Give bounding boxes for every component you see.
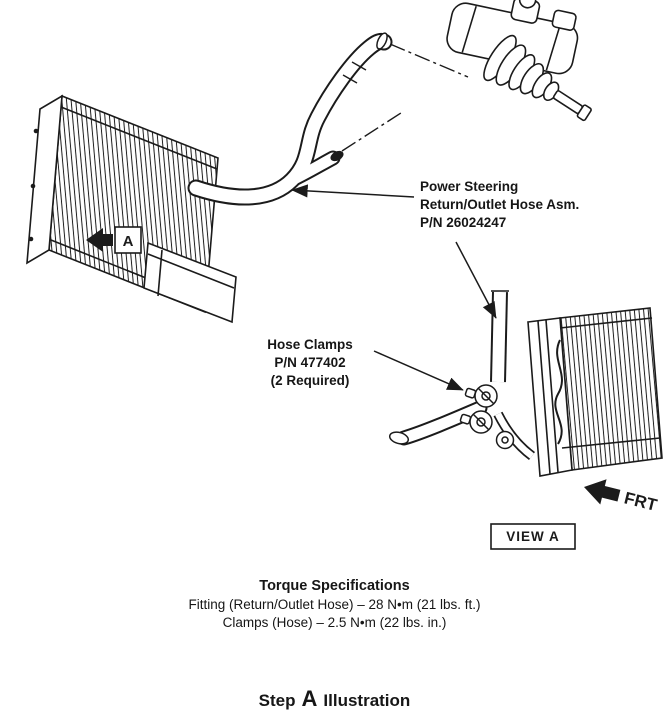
label-line: (2 Required) <box>270 373 350 388</box>
radiator-illustration <box>26 94 237 324</box>
mount-hole <box>33 128 39 134</box>
view-a-tag: VIEW A <box>490 523 576 550</box>
torque-line: Clamps (Hose) – 2.5 N•m (22 lbs. in.) <box>222 615 447 630</box>
hose-illustration <box>187 32 393 206</box>
label-line: Hose Clamps <box>267 337 353 352</box>
caption-letter: A <box>301 686 318 711</box>
label-line: Return/Outlet Hose Asm. <box>420 197 580 212</box>
caption-text: Illustration <box>323 691 411 710</box>
figure-caption: Step A Illustration <box>0 686 669 712</box>
hose-fitting-end <box>330 150 344 162</box>
radiator-bracket <box>143 241 237 324</box>
pump-boot <box>483 34 592 122</box>
frt-label: FRT <box>622 488 659 515</box>
leader-arrow-detail <box>455 241 497 319</box>
label-line: P/N 26024247 <box>420 215 507 230</box>
view-a-marker: A <box>86 226 142 254</box>
elbow-hose-end <box>388 431 410 445</box>
view-a-tag-box <box>490 523 576 550</box>
label-line: Power Steering <box>420 179 519 194</box>
pump-illustration <box>446 0 592 122</box>
torque-specifications: Torque Specifications Fitting (Return/Ou… <box>0 576 669 632</box>
caption-step: Step <box>258 691 296 710</box>
detail-view-illustration <box>388 290 663 477</box>
detail-core <box>559 307 663 471</box>
leader-lines <box>291 184 497 391</box>
hose-clamps-detail <box>459 384 515 450</box>
hose-open-end <box>376 32 388 50</box>
label-line: P/N 477402 <box>274 355 346 370</box>
torque-title: Torque Specifications <box>259 578 410 594</box>
view-a-arrow-icon <box>86 228 113 252</box>
torque-line: Fitting (Return/Outlet Hose) – 28 N•m (2… <box>188 597 481 612</box>
frt-arrow-icon <box>584 479 621 505</box>
view-a-marker-letter: A <box>123 233 134 250</box>
leader-arrow-hose <box>291 184 415 198</box>
frt-direction-indicator: FRT <box>584 479 660 515</box>
leader-arrow-clamps <box>373 350 464 391</box>
view-a-marker-box <box>114 226 142 254</box>
view-a-tag-label: VIEW A <box>506 529 560 544</box>
power-steering-label: Power Steering Return/Outlet Hose Asm. P… <box>420 178 579 232</box>
mount-hole <box>30 183 36 189</box>
hose-clamps-label: Hose Clamps P/N 477402 (2 Required) <box>246 336 374 390</box>
mount-hole <box>28 236 34 242</box>
centerlines <box>341 43 469 152</box>
